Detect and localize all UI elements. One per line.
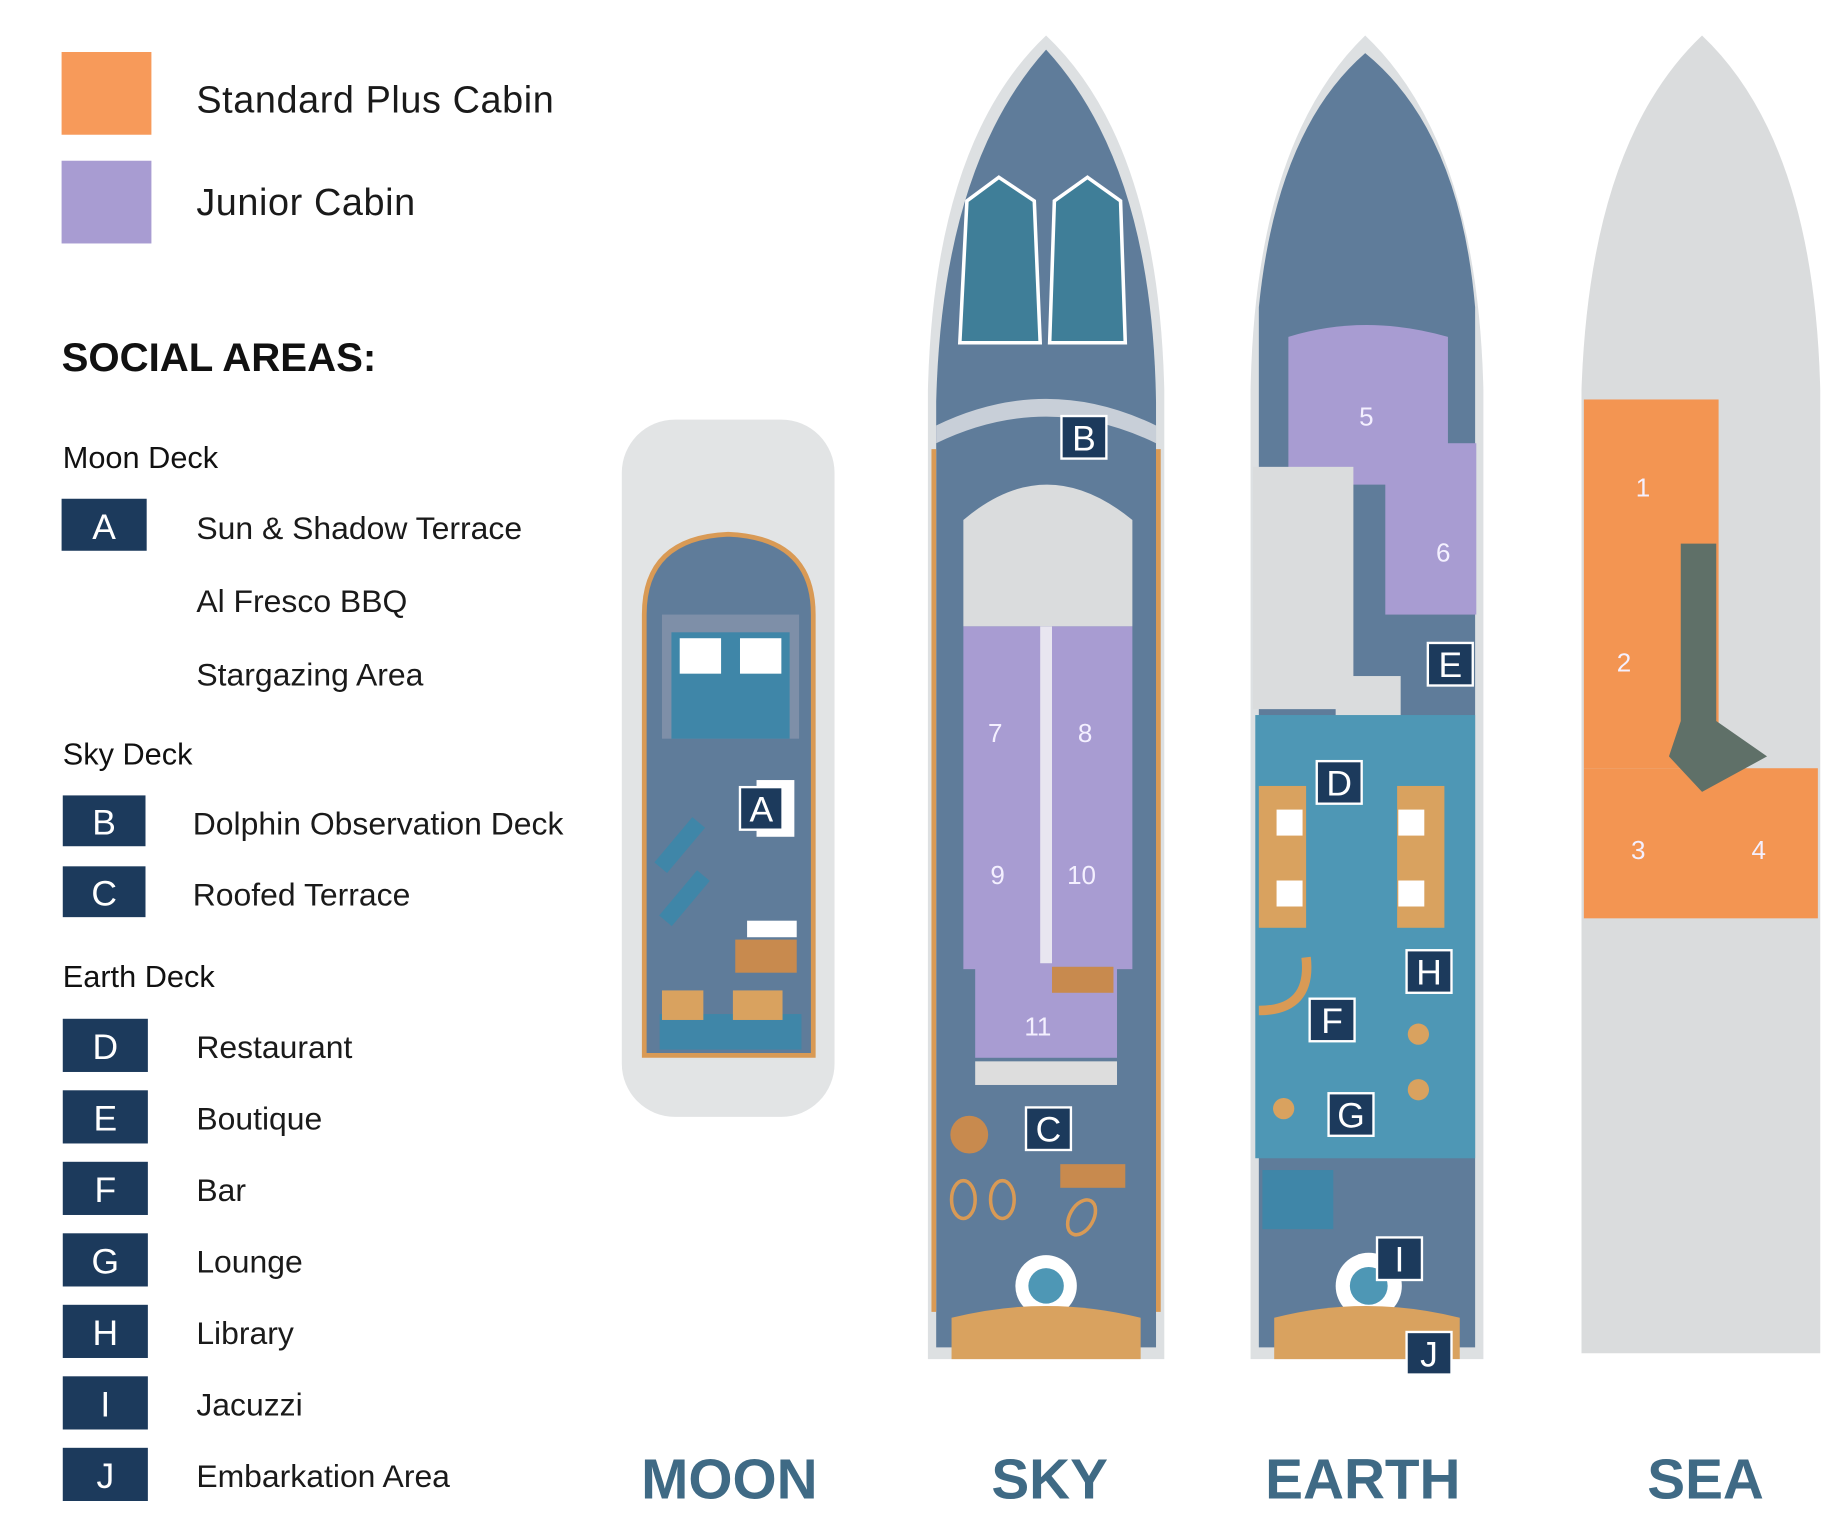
area-label: Embarkation Area <box>196 1458 450 1494</box>
svg-text:7: 7 <box>988 718 1002 748</box>
svg-text:9: 9 <box>990 860 1004 890</box>
svg-text:E: E <box>1438 645 1462 685</box>
svg-text:I: I <box>1395 1240 1405 1280</box>
svg-text:C: C <box>1036 1110 1062 1150</box>
svg-text:10: 10 <box>1067 860 1096 890</box>
svg-text:G: G <box>1337 1096 1365 1136</box>
area-label: Boutique <box>196 1100 322 1136</box>
svg-text:H: H <box>93 1313 119 1353</box>
earth-deck-heading: Earth Deck <box>63 959 216 994</box>
svg-text:4: 4 <box>1752 835 1766 865</box>
legend-standard-plus: Standard Plus Cabin <box>196 79 554 121</box>
area-label: Restaurant <box>196 1029 352 1065</box>
svg-text:D: D <box>1326 763 1352 803</box>
svg-text:A: A <box>749 789 773 829</box>
marker-D: D <box>1315 759 1363 805</box>
legend-swatch-standard-plus <box>61 52 152 135</box>
svg-text:J: J <box>1420 1334 1438 1374</box>
svg-text:H: H <box>1416 953 1442 993</box>
badge-I: I <box>62 1376 148 1430</box>
badge-J: J <box>62 1447 148 1501</box>
svg-text:B: B <box>1072 418 1096 458</box>
svg-text:2: 2 <box>1617 647 1631 677</box>
badge-A: A <box>61 498 147 551</box>
area-label: Lounge <box>196 1243 302 1279</box>
deck-label-earth: EARTH <box>1265 1449 1460 1512</box>
area-label: Dolphin Observation Deck <box>193 805 564 841</box>
area-label: Sun & Shadow Terrace <box>196 510 522 546</box>
badge-F: F <box>62 1161 148 1215</box>
badge-H: H <box>62 1304 148 1358</box>
sky-deck-ship: 7 8 9 10 11 B C <box>927 35 1165 1360</box>
svg-text:8: 8 <box>1078 718 1092 748</box>
svg-text:F: F <box>94 1170 116 1210</box>
sky-deck-heading: Sky Deck <box>63 737 193 772</box>
svg-text:C: C <box>91 873 117 913</box>
moon-deck-ship: A <box>621 419 835 1117</box>
sea-deck-ship: 1 2 3 4 <box>1581 35 1821 1354</box>
marker-F: F <box>1308 997 1356 1043</box>
marker-E: E <box>1426 641 1474 687</box>
moon-deck-heading: Moon Deck <box>63 440 219 475</box>
svg-text:3: 3 <box>1631 835 1645 865</box>
marker-J: J <box>1405 1330 1453 1376</box>
svg-text:1: 1 <box>1636 472 1650 502</box>
marker-C: C <box>1024 1106 1073 1152</box>
badge-D: D <box>62 1018 148 1072</box>
marker-I: I <box>1375 1236 1424 1282</box>
deck-label-sky: SKY <box>991 1449 1108 1512</box>
svg-text:F: F <box>1321 1001 1343 1041</box>
legend-swatch-junior <box>61 160 152 244</box>
deck-label-moon: MOON <box>641 1449 817 1512</box>
area-label: Al Fresco BBQ <box>196 583 407 619</box>
area-label: Roofed Terrace <box>193 876 411 912</box>
badge-G: G <box>62 1233 148 1287</box>
svg-text:11: 11 <box>1024 1011 1051 1041</box>
area-label: Library <box>196 1315 294 1351</box>
svg-text:5: 5 <box>1359 401 1373 431</box>
area-label: Stargazing Area <box>196 656 423 692</box>
badge-B: B <box>62 795 146 847</box>
svg-text:6: 6 <box>1436 537 1450 567</box>
marker-A: A <box>738 785 784 831</box>
badge-C: C <box>62 866 146 918</box>
deck-label-sea: SEA <box>1647 1449 1764 1512</box>
svg-text:B: B <box>92 802 116 842</box>
marker-B: B <box>1060 414 1108 460</box>
svg-text:D: D <box>93 1027 119 1067</box>
svg-text:I: I <box>100 1384 110 1424</box>
legend-junior: Junior Cabin <box>196 182 415 224</box>
svg-text:E: E <box>93 1098 117 1138</box>
earth-deck-ship: 5 6 D E F G H I J <box>1250 35 1484 1376</box>
svg-text:J: J <box>96 1456 114 1496</box>
marker-G: G <box>1327 1092 1375 1137</box>
area-label: Jacuzzi <box>196 1386 302 1422</box>
svg-text:G: G <box>92 1241 120 1281</box>
area-label: Bar <box>196 1172 246 1208</box>
marker-H: H <box>1405 949 1453 994</box>
svg-text:A: A <box>92 507 116 547</box>
badge-E: E <box>62 1090 148 1144</box>
social-areas-title: SOCIAL AREAS: <box>62 335 377 380</box>
